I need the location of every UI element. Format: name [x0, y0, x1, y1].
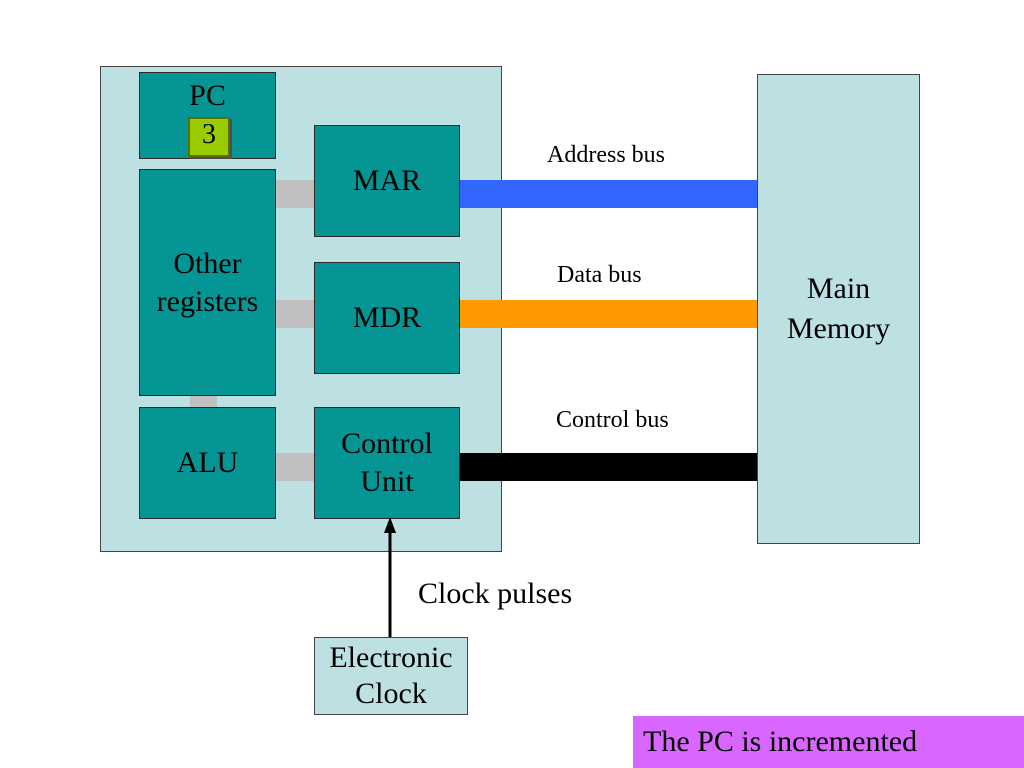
pc-register: PC 3	[139, 72, 276, 159]
data-bus	[460, 300, 757, 328]
alu-label: ALU	[176, 446, 239, 479]
data-bus-label: Data bus	[557, 262, 642, 288]
mar-register: MAR	[314, 125, 460, 237]
other-registers-block: Other registers	[139, 169, 276, 396]
address-bus-label: Address bus	[547, 142, 665, 168]
other-registers-label: Other registers	[156, 246, 259, 318]
electronic-clock-label: Electronic Clock	[329, 641, 453, 710]
clock-pulses-label: Clock pulses	[418, 577, 573, 610]
connector-other-mar	[276, 180, 314, 208]
connector-alu-control-unit	[276, 453, 314, 481]
mdr-register: MDR	[314, 262, 460, 374]
connector-other-mdr	[276, 300, 314, 328]
control-unit-label: Control Unit	[341, 427, 433, 498]
control-bus	[460, 453, 757, 481]
control-unit-block: Control Unit	[314, 407, 460, 519]
mar-label: MAR	[352, 164, 422, 197]
pc-value: 3	[188, 117, 230, 157]
electronic-clock-block: Electronic Clock	[314, 637, 468, 715]
address-bus	[460, 180, 757, 208]
connector-other-alu	[190, 396, 217, 407]
main-memory-label: Main Memory	[786, 272, 891, 345]
control-bus-label: Control bus	[556, 407, 669, 433]
alu-block: ALU	[139, 407, 276, 519]
mdr-label: MDR	[352, 301, 422, 334]
main-memory-block: Main Memory	[757, 74, 920, 544]
caption-box: The PC is incremented	[633, 716, 1024, 768]
clock-pulse-arrow	[384, 517, 396, 640]
pc-label: PC	[189, 79, 226, 112]
caption-text: The PC is incremented	[643, 725, 918, 758]
